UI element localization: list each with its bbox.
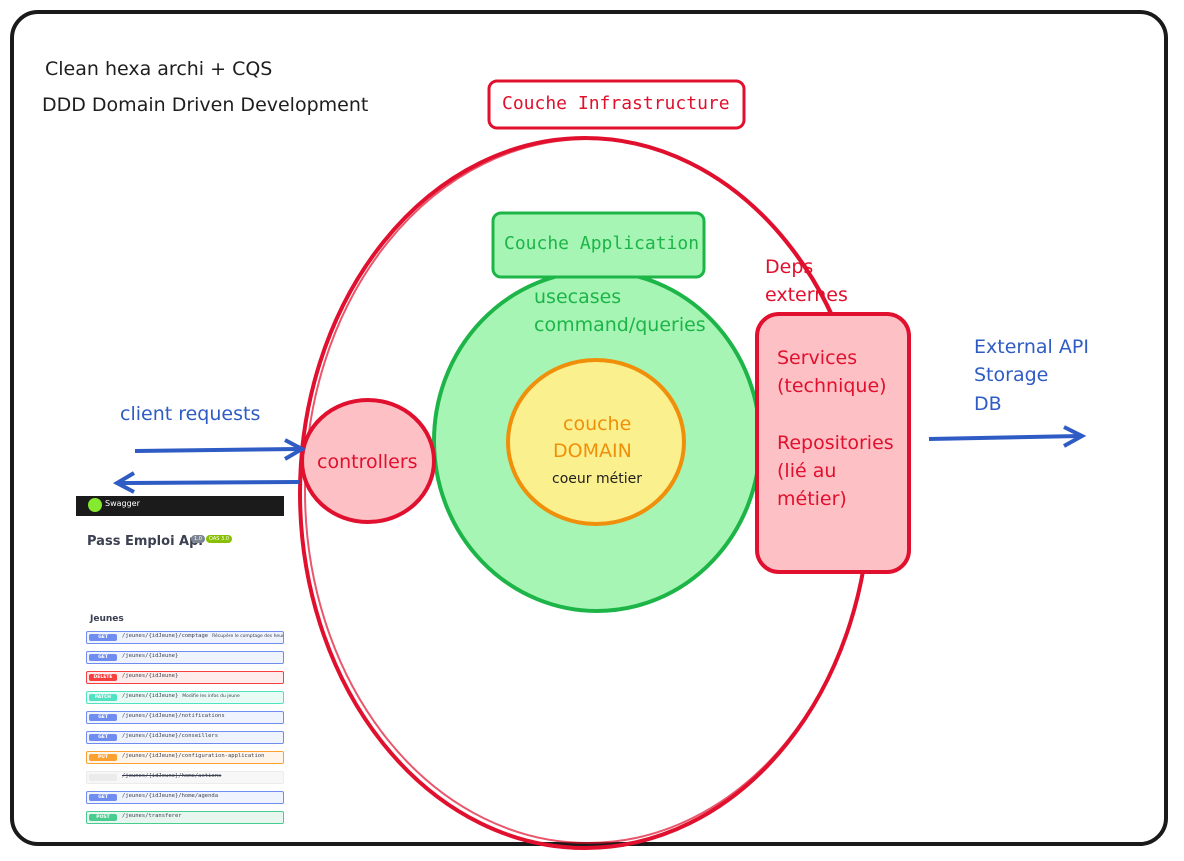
services-sub-label: (technique) bbox=[777, 375, 887, 397]
swagger-method-badge: GET bbox=[89, 634, 117, 641]
swagger-endpoint-path: /jeunes/{idJeune}/configuration-applicat… bbox=[122, 753, 265, 759]
swagger-header bbox=[76, 496, 284, 516]
swagger-method-badge: DELETE bbox=[89, 674, 117, 681]
swagger-method-badge: PUT bbox=[89, 754, 117, 761]
infrastructure-label: Couche Infrastructure bbox=[502, 93, 730, 114]
deps-externes-box bbox=[755, 312, 911, 574]
db-label: DB bbox=[974, 393, 1002, 415]
swagger-method-badge: GET bbox=[89, 714, 117, 721]
swagger-endpoint-path: /jeunes/{idJeune} bbox=[122, 653, 179, 659]
swagger-endpoint-row[interactable]: GET/jeunes/{idJeune}/notifications bbox=[86, 711, 284, 724]
request-arrow-head bbox=[283, 438, 307, 461]
swagger-method-badge bbox=[89, 774, 117, 781]
swagger-endpoint-path: /jeunes/{idJeune}/home/agenda bbox=[122, 793, 219, 799]
domain-circle bbox=[506, 358, 686, 526]
storage-label: Storage bbox=[974, 364, 1049, 386]
domain-label: DOMAIN bbox=[553, 440, 632, 462]
swagger-endpoint-row[interactable]: GET/jeunes/{idJeune} bbox=[86, 651, 284, 664]
swagger-method-badge: GET bbox=[89, 734, 117, 741]
canvas-frame bbox=[10, 10, 1168, 846]
swagger-endpoint-row[interactable]: POST/jeunes/transferer bbox=[86, 811, 284, 824]
swagger-method-badge: POST bbox=[89, 814, 117, 821]
coeur-metier-label: coeur métier bbox=[552, 471, 642, 487]
note-architecture: Clean hexa archi + CQS bbox=[45, 58, 273, 80]
swagger-endpoint-row[interactable]: PUT/jeunes/{idJeune}/configuration-appli… bbox=[86, 751, 284, 764]
repositories-sub-label-2: métier) bbox=[777, 488, 847, 510]
response-arrow-head bbox=[112, 471, 136, 494]
application-label: Couche Application bbox=[504, 233, 700, 254]
command-queries-label: command/queries bbox=[534, 314, 706, 336]
swagger-api-title: Pass Emploi Api bbox=[87, 534, 203, 549]
application-label-box bbox=[491, 211, 706, 279]
swagger-logo-icon bbox=[88, 498, 102, 512]
swagger-endpoint-path: /jeunes/{idJeune}Modifie les infos du je… bbox=[122, 693, 240, 699]
swagger-endpoint-description: Récupère le comptage des heures bbox=[212, 634, 284, 639]
swagger-endpoint-path: /jeunes/transferer bbox=[122, 813, 182, 819]
swagger-endpoint-row[interactable]: /jeunes/{idJeune}/home/actions bbox=[86, 771, 284, 784]
repositories-sub-label-1: (lié au bbox=[777, 460, 837, 482]
swagger-brand: Swagger bbox=[105, 499, 140, 508]
client-requests-label: client requests bbox=[120, 403, 261, 425]
swagger-endpoint-row[interactable]: PATCH/jeunes/{idJeune}Modifie les infos … bbox=[86, 691, 284, 704]
services-label: Services bbox=[777, 347, 858, 369]
swagger-endpoint-row[interactable]: GET/jeunes/{idJeune}/home/agenda bbox=[86, 791, 284, 804]
deps-title-line2: externes bbox=[765, 284, 848, 306]
external-api-label: External API bbox=[974, 336, 1089, 358]
controllers-label: controllers bbox=[317, 451, 418, 473]
repositories-label: Repositories bbox=[777, 432, 894, 454]
controllers-circle bbox=[300, 398, 436, 524]
swagger-section-title: Jeunes bbox=[90, 614, 124, 624]
swagger-endpoint-description: Modifie les infos du jeune bbox=[182, 694, 240, 699]
swagger-method-badge: PATCH bbox=[89, 694, 117, 701]
usecases-label: usecases bbox=[534, 286, 622, 308]
external-arrow-line bbox=[928, 434, 1081, 441]
swagger-endpoint-row[interactable]: DELETE/jeunes/{idJeune} bbox=[86, 671, 284, 684]
domain-label-couche: couche bbox=[563, 413, 632, 435]
infrastructure-label-box bbox=[487, 79, 746, 130]
swagger-method-badge: GET bbox=[89, 794, 117, 801]
response-arrow-line bbox=[117, 480, 300, 485]
swagger-method-badge: GET bbox=[89, 654, 117, 661]
deps-title-line1: Deps bbox=[765, 256, 814, 278]
swagger-endpoint-row[interactable]: GET/jeunes/{idJeune}/conseillers bbox=[86, 731, 284, 744]
external-arrow-head bbox=[1063, 425, 1087, 448]
swagger-endpoint-path: /jeunes/{idJeune}/notifications bbox=[122, 713, 225, 719]
swagger-version-badge: 1.0 bbox=[191, 535, 205, 543]
swagger-endpoint-path: /jeunes/{idJeune}/home/actions bbox=[122, 773, 222, 779]
request-arrow-line bbox=[134, 447, 300, 453]
swagger-oas-badge: OAS 3.0 bbox=[206, 535, 232, 543]
note-ddd: DDD Domain Driven Development bbox=[42, 94, 369, 116]
swagger-endpoint-path: /jeunes/{idJeune} bbox=[122, 673, 179, 679]
swagger-endpoint-path: /jeunes/{idJeune}/conseillers bbox=[122, 733, 219, 739]
